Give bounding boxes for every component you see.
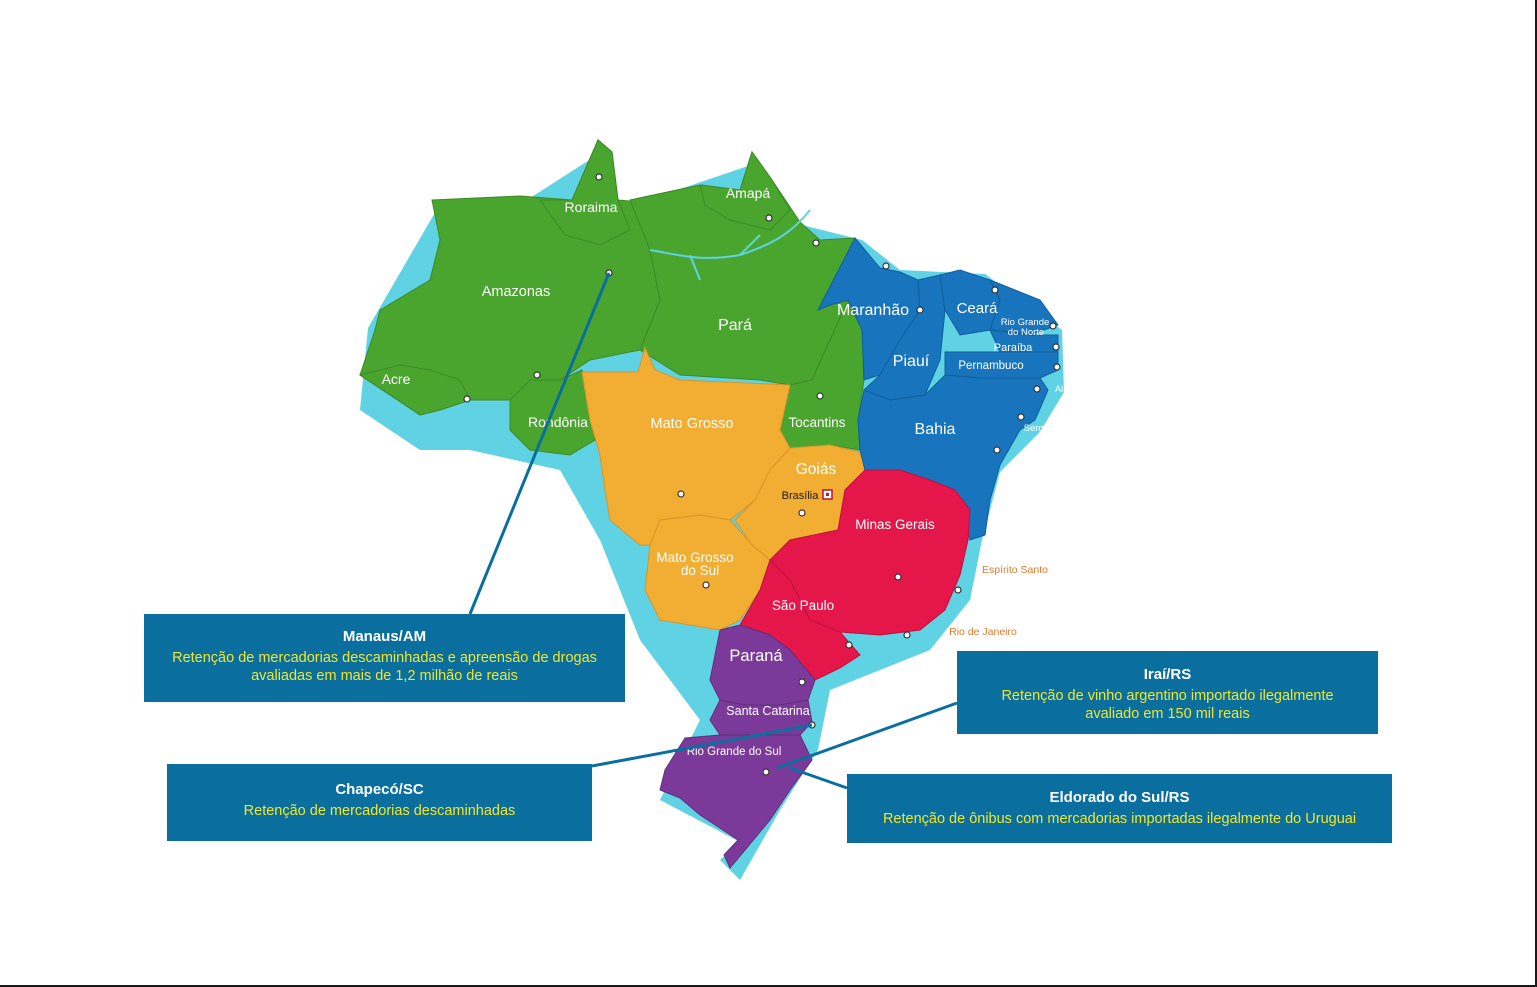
capital-dot — [677, 490, 685, 498]
label-rio-de-janeiro: Rio de Janeiro — [949, 626, 1017, 638]
capital-dot — [533, 371, 541, 379]
label-rio-grande-do-sul: Rio Grande do Sul — [687, 746, 782, 758]
capital-dot — [816, 392, 824, 400]
region-northeast — [816, 237, 1059, 541]
capital-dot — [1033, 385, 1041, 393]
label-espirito-santo: Espírito Santo — [982, 564, 1048, 576]
capital-dot — [702, 581, 710, 589]
label-piaui: Piauí — [893, 353, 930, 370]
label-pernambuco: Pernambuco — [958, 360, 1023, 372]
callout-chapeco: Chapecó/SC Retenção de mercadorias desca… — [167, 764, 592, 841]
capital-dot — [765, 214, 773, 222]
capital-dot — [595, 173, 603, 181]
capital-dot — [463, 395, 471, 403]
callout-manaus-desc-2: avaliadas em mais de 1,2 milhão de reais — [251, 668, 518, 684]
label-amapa: Amapá — [726, 185, 771, 201]
label-paraiba: Paraíba — [994, 342, 1033, 354]
state-labels: Roraima Amapá Amazonas Pará Acre Rondôni… — [382, 185, 1090, 758]
state-mato-grosso — [581, 346, 791, 546]
capital-dot — [798, 509, 806, 517]
region-south — [659, 624, 816, 869]
label-parana: Paraná — [729, 647, 783, 665]
capital-dot — [993, 446, 1001, 454]
label-mato-grosso: Mato Grosso — [651, 416, 734, 432]
state-amapa — [699, 150, 791, 231]
callout-manaus-title: Manaus/AM — [342, 628, 427, 645]
label-roraima: Roraima — [565, 199, 618, 215]
callout-eldorado: Eldorado do Sul/RS Retenção de ônibus co… — [847, 774, 1392, 843]
label-alagoas: Alagoas — [1055, 384, 1090, 395]
callout-irai-title: Iraí/RS — [1143, 666, 1192, 683]
callout-manaus-desc-1: Retenção de mercadorias descaminhadas e … — [172, 650, 597, 666]
label-minas-gerais: Minas Gerais — [855, 517, 935, 532]
leader-line-chapeco — [591, 723, 813, 768]
label-mato-grosso-do-sul-2: do Sul — [681, 563, 719, 578]
label-amazonas: Amazonas — [482, 284, 551, 300]
capital-dot — [954, 586, 962, 594]
label-sergipe: Sergipe — [1024, 423, 1057, 434]
capital-dot — [762, 768, 770, 776]
capital-dot — [882, 262, 890, 270]
label-rgn-1: Rio Grande — [1001, 317, 1050, 328]
state-roraima — [539, 139, 631, 246]
capital-dot — [798, 678, 806, 686]
label-brasilia: Brasília — [782, 490, 820, 502]
leader-line-eldorado — [789, 766, 848, 790]
label-rondonia: Rondônia — [528, 414, 588, 430]
state-rgn — [988, 279, 1059, 336]
capital-dot — [812, 239, 820, 247]
capital-dot — [845, 641, 853, 649]
capital-dot — [903, 631, 911, 639]
callout-manaus: Manaus/AM Retenção de mercadorias descam… — [144, 614, 625, 702]
state-paraiba — [989, 329, 1059, 353]
callout-irai-desc-1: Retenção de vinho argentino importado il… — [1001, 688, 1334, 704]
state-rio-grande-do-sul — [659, 734, 813, 869]
label-tocantins: Tocantins — [788, 415, 845, 430]
label-maranhao: Maranhão — [837, 302, 909, 319]
label-santa-catarina: Santa Catarina — [726, 704, 809, 718]
state-santa-catarina — [709, 699, 813, 736]
callout-eldorado-desc: Retenção de ônibus com mercadorias impor… — [882, 811, 1357, 827]
callout-chapeco-desc: Retenção de mercadorias descaminhadas — [243, 803, 516, 819]
callout-eldorado-title: Eldorado do Sul/RS — [1049, 789, 1190, 806]
brasilia-marker — [822, 489, 833, 500]
region-center-west — [581, 346, 866, 631]
callout-irai: Iraí/RS Retenção de vinho argentino impo… — [957, 651, 1378, 734]
leader-lines — [468, 272, 958, 790]
label-bahia: Bahia — [915, 421, 956, 438]
label-mato-grosso-do-sul-1: Mato Grosso — [656, 550, 733, 565]
capital-dot — [1049, 322, 1057, 330]
capital-dot — [1017, 413, 1025, 421]
region-north — [358, 139, 865, 456]
label-para: Pará — [718, 317, 752, 334]
capital-markers — [463, 173, 1061, 776]
capital-dot — [1053, 363, 1061, 371]
capital-dot — [991, 286, 999, 294]
label-rgn-2: do Norte — [1008, 327, 1044, 338]
state-minas-gerais — [769, 469, 971, 636]
label-goias: Goiás — [796, 461, 837, 478]
label-sao-paulo: São Paulo — [772, 598, 834, 613]
capital-dot — [916, 306, 924, 314]
leader-line-manaus — [468, 272, 611, 615]
callout-irai-desc-2: avaliado em 150 mil reais — [1085, 706, 1250, 722]
leader-line-irai — [776, 701, 958, 770]
capital-dot — [1052, 343, 1060, 351]
label-ceara: Ceará — [957, 300, 999, 317]
label-acre: Acre — [382, 371, 411, 387]
capital-dot — [894, 573, 902, 581]
callout-chapeco-title: Chapecó/SC — [335, 781, 424, 798]
amazon-river — [649, 209, 811, 281]
